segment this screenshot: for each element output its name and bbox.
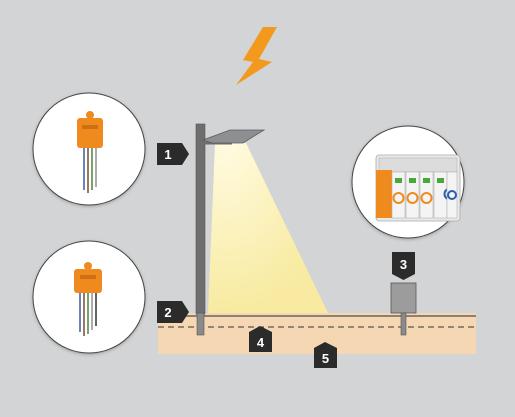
marker-3-label: 3 [400,257,407,272]
marker-5: 5 [314,342,337,368]
junction-box-foundation [400,312,407,336]
surge-module-icon-2 [74,262,102,336]
marker-3: 3 [392,252,415,280]
marker-4: 4 [249,326,272,352]
light-beam [208,143,328,313]
marker-5-label: 5 [322,351,329,366]
callout-device-3 [351,125,465,239]
din-rail-arrester-icon [375,154,461,222]
callout-device-1 [32,92,146,206]
marker-1-label: 1 [164,147,171,162]
marker-4-label: 4 [257,335,265,350]
lamp-pole [195,123,206,315]
surge-module-icon [77,111,103,193]
marker-2: 2 [157,301,189,323]
lamp-pole-foundation [196,312,205,336]
lightning-bolt-icon [236,27,277,85]
junction-box [390,282,417,314]
marker-1: 1 [157,143,189,165]
callout-device-2 [32,240,146,354]
lamp-head [201,129,266,144]
marker-2-label: 2 [164,305,171,320]
